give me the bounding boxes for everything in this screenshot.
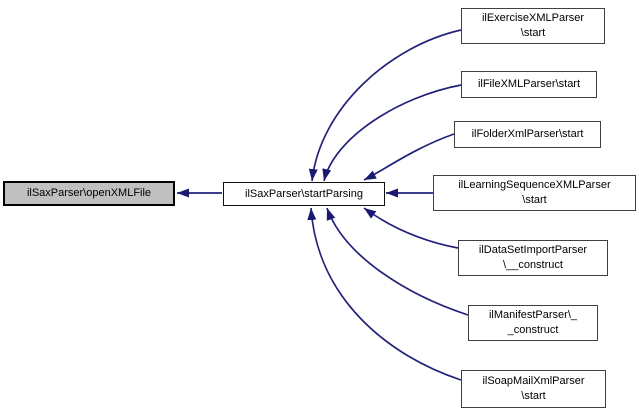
node-datasetimportparser-construct[interactable]: ilDataSetImportParser \__construct (458, 240, 608, 276)
node-learningsequencexmlparser-start[interactable]: ilLearningSequenceXMLParser \start (433, 175, 636, 211)
edge-folderxmlparser-to-startparsing (363, 133, 455, 181)
node-label-line: \start (520, 27, 546, 39)
node-label-line: ilSaxParser\startParsing (245, 187, 363, 200)
node-label-line: ilSoapMailXmlParser (482, 375, 585, 387)
node-label-line: ilLearningSequenceXMLParser (458, 179, 611, 191)
node-startparsing[interactable]: ilSaxParser\startParsing (223, 182, 385, 206)
node-label-line: \start (521, 390, 546, 402)
node-label-line: _construct (507, 324, 559, 336)
edge-datasetimportparser-to-startparsing (363, 207, 459, 249)
node-label-line: \__construct (503, 259, 563, 271)
node-label-line: ilFileXMLParser\start (477, 78, 581, 90)
node-exercisexmlparser-start[interactable]: ilExerciseXMLParser \start (461, 8, 605, 44)
node-folderxmlparser-start[interactable]: ilFolderXmlParser\start (454, 121, 601, 148)
node-label-line: ilSaxParser\openXMLFile (26, 187, 152, 199)
node-label-line: ilManifestParser\_ (488, 309, 578, 321)
edge-filexmlparser-to-startparsing (322, 84, 462, 182)
edge-exercisexmlparser-to-startparsing (308, 29, 462, 182)
node-filexmlparser-start[interactable]: ilFileXMLParser\start (461, 71, 597, 98)
edge-manifestparser-to-startparsing (326, 207, 469, 316)
node-openxmlfile: ilSaxParser\openXMLFile (3, 181, 175, 206)
node-label-line: ilDataSetImportParser (478, 244, 588, 256)
node-label-line: \start (522, 194, 547, 206)
node-soapmailxmlparser-start[interactable]: ilSoapMailXmlParser \start (461, 370, 606, 408)
node-label-line: ilFolderXmlParser\start (471, 128, 584, 140)
node-manifestparser-construct[interactable]: ilManifestParser\_ _construct (468, 305, 598, 341)
node-label-line: ilExerciseXMLParser (481, 12, 585, 24)
edge-soapmailxmlparser-to-startparsing (307, 207, 462, 381)
